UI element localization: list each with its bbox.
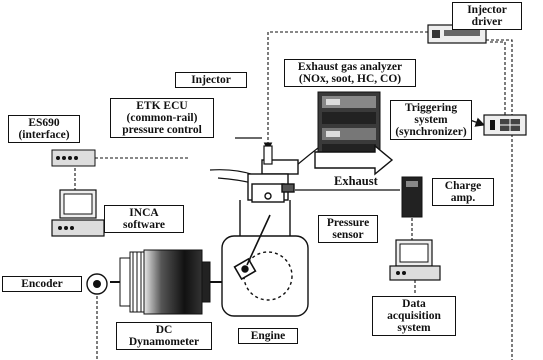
triggering-line-1: Triggering bbox=[404, 102, 458, 114]
etk-ecu-line-3: pressure control bbox=[122, 124, 202, 136]
charge-amp-line-2: amp. bbox=[450, 192, 476, 204]
inca-computer bbox=[51, 189, 105, 237]
etk-ecu-line-2: (common-rail) bbox=[126, 112, 198, 124]
engine-assembly bbox=[221, 159, 309, 317]
es690-label: ES690 (interface) bbox=[8, 115, 80, 143]
es690-device bbox=[51, 149, 96, 167]
encoder-label: Encoder bbox=[2, 276, 82, 292]
charge-amp-line-1: Charge bbox=[444, 180, 482, 192]
wire-trigger-to-driver bbox=[488, 41, 506, 115]
encoder-text: Encoder bbox=[21, 278, 63, 290]
exhaust-label: Exhaust bbox=[334, 174, 378, 188]
inca-software-label: INCA software bbox=[104, 205, 184, 233]
wire-driver-to-injector bbox=[263, 31, 428, 152]
inca-line-1: INCA bbox=[129, 207, 159, 219]
inca-line-2: software bbox=[123, 219, 165, 231]
injector-driver-line-2: driver bbox=[471, 16, 503, 28]
encoder-device bbox=[86, 273, 108, 295]
daq-line-1: Data bbox=[402, 298, 426, 310]
gas-analyzer-label: Exhaust gas analyzer (NOx, soot, HC, CO) bbox=[284, 59, 416, 87]
gas-analyzer-line-2: (NOx, soot, HC, CO) bbox=[298, 73, 402, 85]
charge-amp-label: Charge amp. bbox=[432, 178, 494, 206]
engine-text: Engine bbox=[250, 330, 286, 342]
es690-line-2: (interface) bbox=[18, 129, 70, 141]
etk-ecu-label: ETK ECU (common-rail) pressure control bbox=[110, 98, 214, 138]
exhaust-arrow bbox=[314, 144, 394, 176]
injector-driver-label: Injector driver bbox=[452, 2, 522, 30]
engine-label: Engine bbox=[238, 328, 298, 344]
pressure-sensor-line-2: sensor bbox=[332, 229, 364, 241]
pressure-sensor-line-1: Pressure bbox=[326, 217, 370, 229]
trigger-device bbox=[483, 114, 527, 136]
injector-body bbox=[263, 145, 273, 165]
es690-line-1: ES690 bbox=[28, 117, 60, 129]
signal-wires bbox=[74, 31, 513, 360]
daq-line-3: system bbox=[397, 322, 431, 334]
gas-analyzer-line-1: Exhaust gas analyzer bbox=[297, 61, 403, 73]
data-acquisition-label: Data acquisition system bbox=[372, 296, 456, 336]
dynamometer bbox=[119, 249, 211, 315]
injector-text: Injector bbox=[191, 74, 231, 86]
dc-dynamometer-line-2: Dynamometer bbox=[128, 336, 200, 348]
gas-analyzer-rack bbox=[317, 91, 381, 159]
triggering-line-2: system bbox=[414, 114, 448, 126]
dc-dynamometer-line-1: DC bbox=[155, 324, 173, 336]
pressure-sensor-label: Pressure sensor bbox=[318, 215, 378, 243]
daq-line-2: acquisition bbox=[387, 310, 441, 322]
etk-ecu-line-1: ETK ECU bbox=[136, 100, 188, 112]
triggering-line-3: (synchronizer) bbox=[395, 126, 467, 138]
dc-dynamometer-label: DC Dynamometer bbox=[116, 322, 212, 350]
daq-computer bbox=[389, 239, 441, 281]
trigger-pointer bbox=[469, 117, 486, 127]
injector-driver-line-1: Injector bbox=[467, 4, 507, 16]
injector-label: Injector bbox=[175, 72, 247, 88]
charge-amp-device bbox=[401, 176, 423, 218]
triggering-system-label: Triggering system (synchronizer) bbox=[390, 100, 472, 140]
wire-driver-return bbox=[486, 39, 513, 360]
